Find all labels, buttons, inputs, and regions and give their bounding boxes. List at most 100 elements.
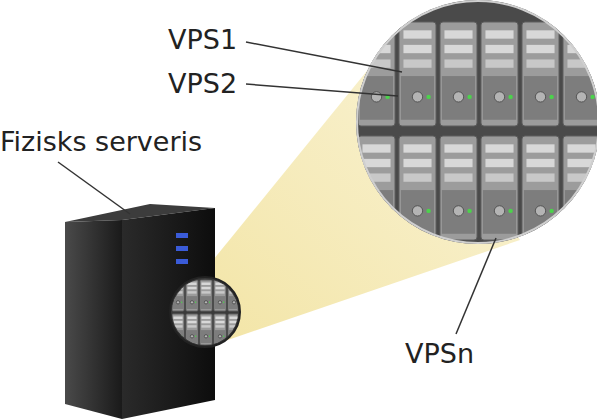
- callout-label: Fizisks serveris: [0, 128, 202, 155]
- server-unit: [186, 280, 198, 311]
- tower-front: [122, 208, 215, 419]
- drive-slot: [444, 30, 472, 38]
- power-button: [412, 92, 422, 102]
- unit-base: [201, 296, 212, 309]
- status-led: [209, 302, 210, 303]
- server-unit: [399, 22, 436, 126]
- drive-slot: [403, 144, 431, 152]
- power-button: [190, 301, 193, 304]
- server-unit: [522, 136, 559, 240]
- power-button: [176, 335, 179, 338]
- drive-slot: [215, 282, 224, 284]
- callout-label: VPS2: [168, 70, 237, 97]
- drive-slot: [187, 287, 196, 289]
- server-unit: [172, 280, 184, 311]
- drive-slot: [362, 144, 390, 152]
- drive-slot: [215, 321, 224, 323]
- status-led: [549, 209, 553, 213]
- drive-slot: [187, 316, 196, 318]
- unit-base: [187, 330, 198, 343]
- status-led: [467, 209, 471, 213]
- drive-slot: [403, 159, 431, 167]
- drive-slot: [526, 173, 554, 181]
- drive-slot: [187, 325, 196, 327]
- power-button: [232, 301, 235, 304]
- drive-slot: [187, 321, 196, 323]
- drive-slot: [526, 159, 554, 167]
- server-unit: [186, 314, 198, 345]
- unit-base: [215, 296, 226, 309]
- small-server-grid: [172, 280, 240, 345]
- status-led: [590, 209, 594, 213]
- server-unit: [228, 280, 240, 311]
- server-unit: [481, 22, 518, 126]
- drive-slot: [201, 287, 210, 289]
- status-led: [508, 209, 512, 213]
- drive-slot: [201, 291, 210, 293]
- drive-slot: [215, 291, 224, 293]
- drive-slot: [567, 173, 595, 181]
- drive-slot: [526, 59, 554, 67]
- drive-slot: [444, 159, 472, 167]
- tower-led: [176, 246, 188, 251]
- drive-slot: [567, 30, 595, 38]
- unit-base: [483, 190, 516, 234]
- unit-base: [360, 190, 393, 234]
- drive-slot: [403, 173, 431, 181]
- drive-slot: [201, 316, 210, 318]
- drive-slot: [173, 291, 182, 293]
- unit-base: [201, 330, 212, 343]
- leader-line: [456, 238, 496, 334]
- server-unit: [440, 22, 477, 126]
- status-led: [223, 302, 224, 303]
- unit-base: [524, 190, 557, 234]
- tower-side: [65, 220, 122, 419]
- callout-label: VPSn: [405, 340, 474, 367]
- status-led: [549, 95, 553, 99]
- drive-slot: [229, 291, 238, 293]
- drive-slot: [362, 30, 390, 38]
- power-button: [204, 335, 207, 338]
- drive-slot: [173, 325, 182, 327]
- server-unit: [200, 280, 212, 311]
- drive-slot: [526, 30, 554, 38]
- drive-slot: [362, 159, 390, 167]
- status-led: [209, 336, 210, 337]
- small-lens: [170, 277, 240, 347]
- power-button: [535, 206, 545, 216]
- drive-slot: [362, 173, 390, 181]
- callout-label: VPS1: [168, 26, 237, 53]
- leader-line: [58, 162, 130, 214]
- drive-slot: [229, 316, 238, 318]
- unit-base: [173, 330, 184, 343]
- power-button: [453, 206, 463, 216]
- drive-slot: [173, 282, 182, 284]
- server-unit: [200, 314, 212, 345]
- unit-base: [229, 330, 240, 343]
- server-unit: [214, 314, 226, 345]
- unit-base: [524, 76, 557, 120]
- power-button: [371, 92, 381, 102]
- server-unit: [228, 314, 240, 345]
- power-button: [576, 92, 586, 102]
- server-unit: [522, 22, 559, 126]
- status-led: [237, 336, 238, 337]
- server-unit: [399, 136, 436, 240]
- drive-slot: [229, 287, 238, 289]
- leader-line: [246, 42, 402, 72]
- leader-line: [246, 84, 398, 96]
- power-button: [176, 301, 179, 304]
- server-unit: [172, 314, 184, 345]
- drive-slot: [201, 325, 210, 327]
- status-led: [237, 302, 238, 303]
- drive-slot: [173, 321, 182, 323]
- drive-slot: [526, 144, 554, 152]
- unit-base: [442, 190, 475, 234]
- status-led: [426, 95, 430, 99]
- unit-base: [565, 190, 597, 234]
- unit-base: [442, 76, 475, 120]
- drive-slot: [187, 291, 196, 293]
- unit-base: [229, 296, 240, 309]
- drive-slot: [201, 282, 210, 284]
